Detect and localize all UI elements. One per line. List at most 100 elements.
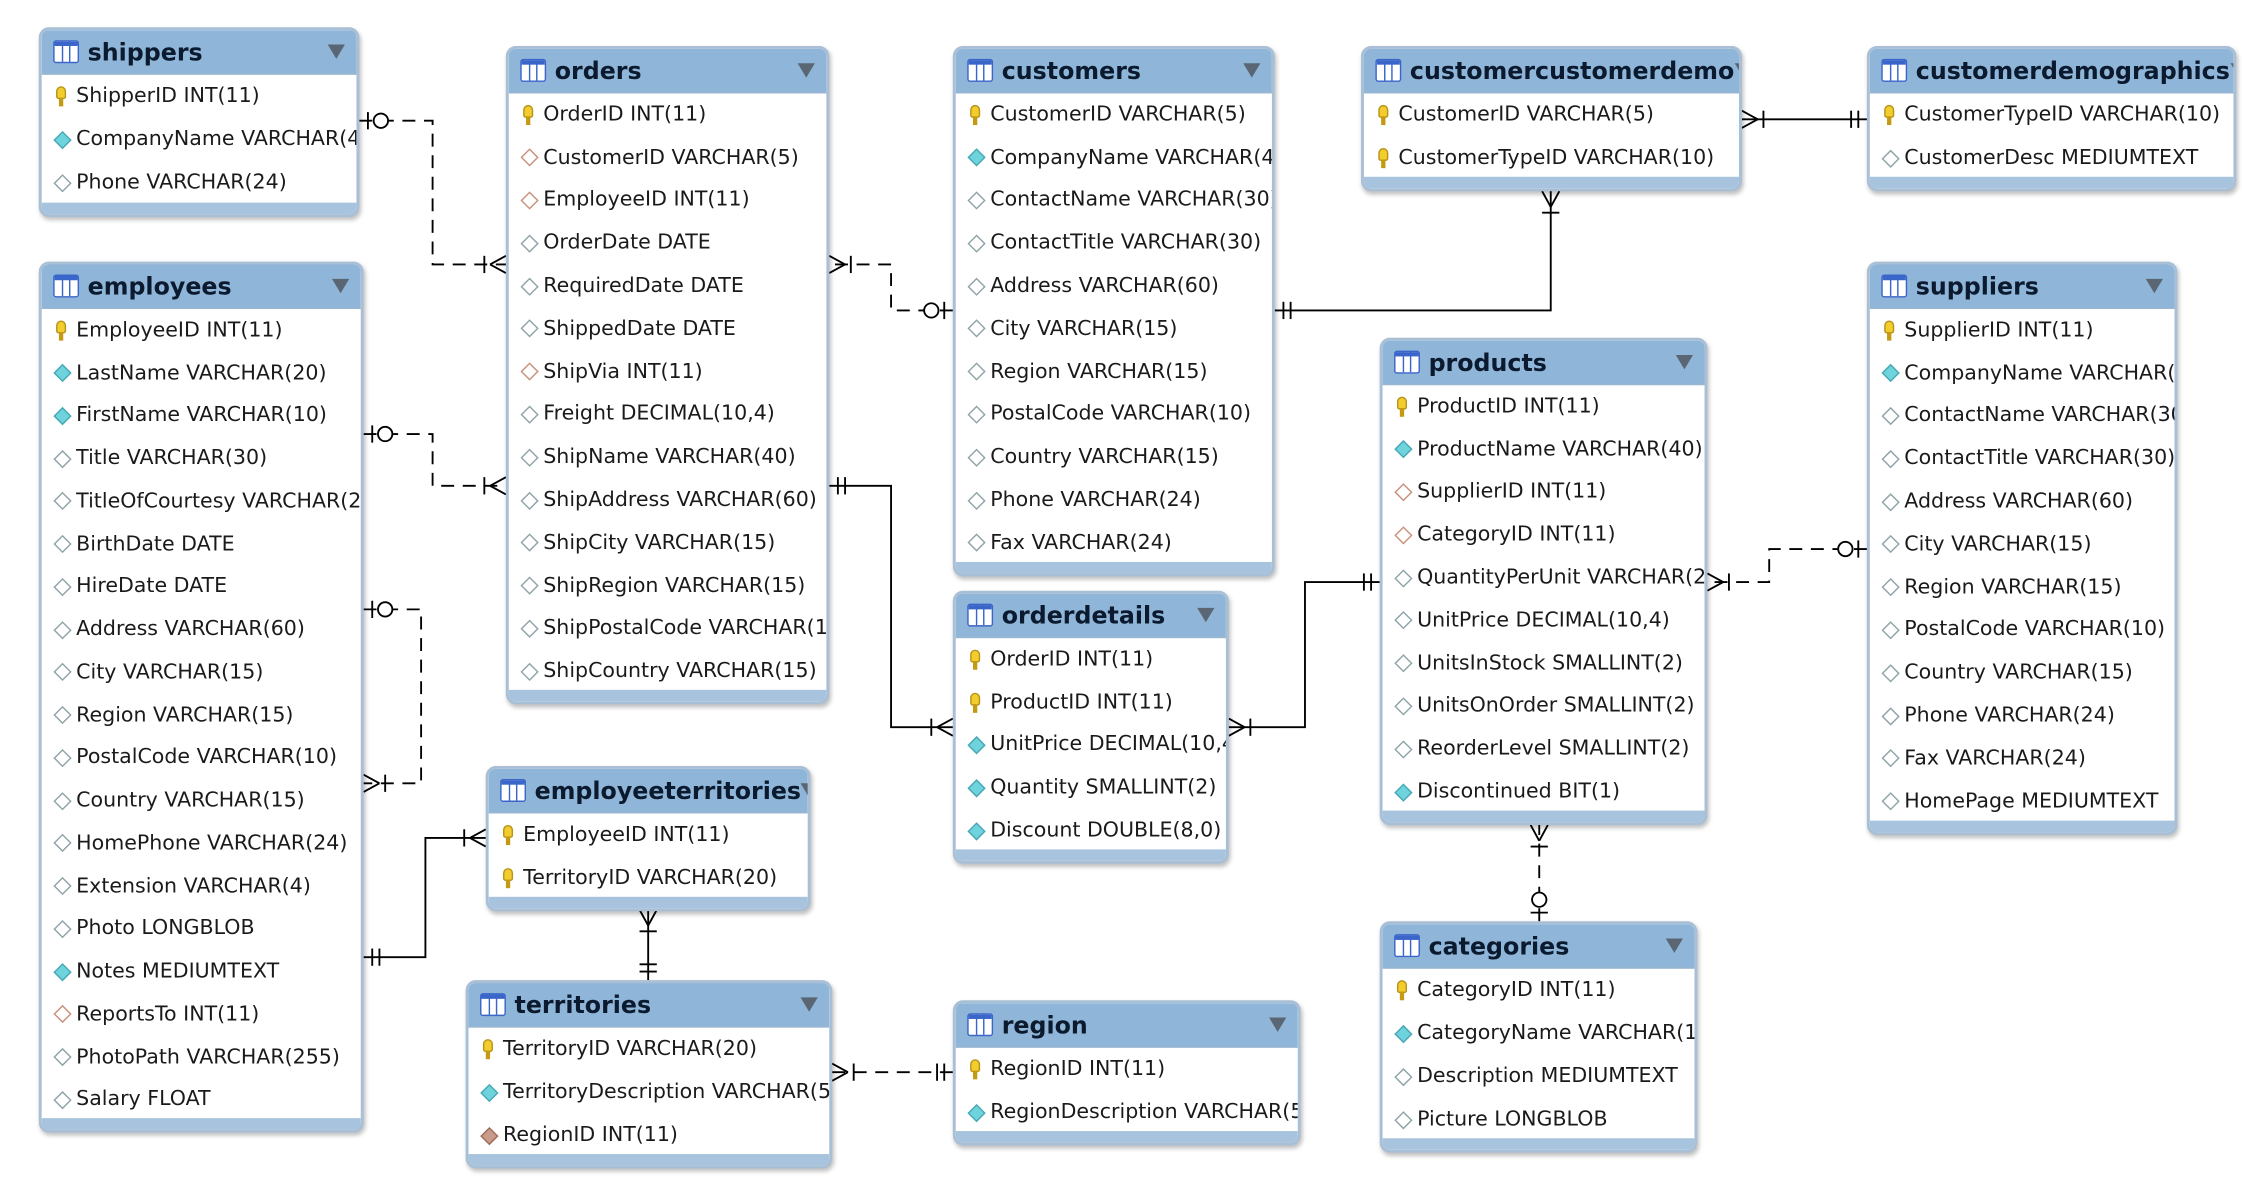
table-header[interactable]: customers bbox=[955, 48, 1272, 94]
column-row[interactable]: Notes MEDIUMTEXT bbox=[42, 950, 361, 993]
column-row[interactable]: PostalCode VARCHAR(10) bbox=[42, 737, 361, 780]
column-row[interactable]: Picture LONGBLOB bbox=[1383, 1098, 1695, 1141]
column-row[interactable]: RequiredDate DATE bbox=[509, 265, 827, 308]
column-row[interactable]: TerritoryDescription VARCHAR(50) bbox=[469, 1071, 829, 1114]
table-header[interactable]: orders bbox=[508, 48, 827, 94]
collapse-arrow-icon[interactable] bbox=[327, 44, 345, 59]
column-row[interactable]: Phone VARCHAR(24) bbox=[956, 479, 1272, 522]
column-row[interactable]: Fax VARCHAR(24) bbox=[1870, 737, 2175, 780]
column-row[interactable]: ShipVia INT(11) bbox=[509, 350, 827, 393]
column-row[interactable]: Discontinued BIT(1) bbox=[1383, 771, 1705, 814]
column-row[interactable]: UnitPrice DECIMAL(10,4) bbox=[956, 724, 1226, 767]
column-row[interactable]: CustomerID VARCHAR(5) bbox=[956, 93, 1272, 136]
collapse-arrow-icon[interactable] bbox=[797, 63, 815, 78]
column-row[interactable]: Extension VARCHAR(4) bbox=[42, 865, 361, 908]
column-row[interactable]: ShipCountry VARCHAR(15) bbox=[509, 650, 827, 693]
column-row[interactable]: TerritoryID VARCHAR(20) bbox=[489, 857, 808, 900]
collapse-arrow-icon[interactable] bbox=[1665, 938, 1683, 953]
table-header[interactable]: suppliers bbox=[1869, 264, 2175, 309]
column-row[interactable]: ProductID INT(11) bbox=[1383, 385, 1705, 428]
column-row[interactable]: HomePage MEDIUMTEXT bbox=[1870, 780, 2175, 823]
collapse-arrow-icon[interactable] bbox=[1269, 1017, 1287, 1032]
column-row[interactable]: Fax VARCHAR(24) bbox=[956, 522, 1272, 565]
column-row[interactable]: ShipRegion VARCHAR(15) bbox=[509, 564, 827, 607]
column-row[interactable]: City VARCHAR(15) bbox=[956, 308, 1272, 351]
column-row[interactable]: LastName VARCHAR(20) bbox=[42, 352, 361, 395]
column-row[interactable]: CustomerTypeID VARCHAR(10) bbox=[1870, 93, 2234, 136]
column-row[interactable]: CustomerDesc MEDIUMTEXT bbox=[1870, 137, 2234, 180]
column-row[interactable]: SupplierID INT(11) bbox=[1383, 471, 1705, 514]
collapse-arrow-icon[interactable] bbox=[1675, 354, 1694, 370]
table-header[interactable]: shippers bbox=[41, 30, 357, 75]
column-row[interactable]: ShippedDate DATE bbox=[509, 308, 827, 351]
column-row[interactable]: HomePhone VARCHAR(24) bbox=[42, 822, 361, 865]
column-row[interactable]: OrderID INT(11) bbox=[956, 638, 1226, 681]
collapse-arrow-icon[interactable] bbox=[800, 997, 818, 1012]
column-row[interactable]: TerritoryID VARCHAR(20) bbox=[469, 1028, 830, 1071]
table-header[interactable]: territories bbox=[468, 983, 830, 1028]
column-row[interactable]: FirstName VARCHAR(10) bbox=[42, 395, 361, 438]
table-header[interactable]: region bbox=[955, 1003, 1298, 1048]
table-header[interactable]: orderdetails bbox=[955, 593, 1226, 639]
column-row[interactable]: OrderID INT(11) bbox=[509, 93, 827, 136]
column-row[interactable]: UnitPrice DECIMAL(10,4) bbox=[1383, 599, 1705, 642]
column-row[interactable]: CustomerTypeID VARCHAR(10) bbox=[1364, 137, 1739, 180]
collapse-arrow-icon[interactable] bbox=[801, 783, 808, 798]
column-row[interactable]: ShipName VARCHAR(40) bbox=[509, 436, 827, 479]
column-row[interactable]: Region VARCHAR(15) bbox=[42, 694, 361, 737]
column-row[interactable]: Region VARCHAR(15) bbox=[1870, 566, 2175, 609]
column-row[interactable]: Freight DECIMAL(10,4) bbox=[509, 393, 827, 436]
column-row[interactable]: Country VARCHAR(15) bbox=[42, 779, 361, 822]
column-row[interactable]: Country VARCHAR(15) bbox=[956, 436, 1272, 479]
column-row[interactable]: ContactName VARCHAR(30) bbox=[1870, 395, 2174, 438]
collapse-arrow-icon[interactable] bbox=[1243, 63, 1261, 78]
column-row[interactable]: CompanyName VARCHAR(... bbox=[1870, 352, 2174, 395]
column-row[interactable]: CategoryID INT(11) bbox=[1383, 514, 1705, 557]
table-header[interactable]: customercustomerdemo bbox=[1363, 48, 1740, 94]
column-row[interactable]: CustomerID VARCHAR(5) bbox=[1364, 93, 1739, 136]
table-header[interactable]: categories bbox=[1382, 924, 1695, 969]
collapse-arrow-icon[interactable] bbox=[331, 278, 350, 294]
column-row[interactable]: ContactTitle VARCHAR(30) bbox=[1870, 437, 2174, 480]
collapse-arrow-icon[interactable] bbox=[1197, 607, 1215, 623]
column-row[interactable]: Phone VARCHAR(24) bbox=[42, 162, 357, 205]
table-header[interactable]: products bbox=[1382, 340, 1705, 386]
table-header[interactable]: employeeterritories bbox=[488, 768, 808, 814]
column-row[interactable]: Title VARCHAR(30) bbox=[42, 437, 361, 480]
column-row[interactable]: RegionDescription VARCHAR(50) bbox=[956, 1091, 1298, 1134]
column-row[interactable]: ContactTitle VARCHAR(30) bbox=[956, 222, 1272, 265]
column-row[interactable]: Quantity SMALLINT(2) bbox=[956, 767, 1226, 810]
table-header[interactable]: employees bbox=[41, 264, 361, 309]
column-row[interactable]: ReorderLevel SMALLINT(2) bbox=[1383, 728, 1705, 771]
collapse-arrow-icon[interactable] bbox=[2229, 63, 2234, 78]
column-row[interactable]: CategoryName VARCHAR(15) bbox=[1383, 1012, 1694, 1055]
column-row[interactable]: Discount DOUBLE(8,0) bbox=[956, 809, 1226, 852]
column-row[interactable]: CategoryID INT(11) bbox=[1383, 969, 1695, 1012]
column-row[interactable]: BirthDate DATE bbox=[42, 523, 361, 566]
column-row[interactable]: ReportsTo INT(11) bbox=[42, 993, 361, 1036]
column-row[interactable]: EmployeeID INT(11) bbox=[489, 813, 808, 856]
column-row[interactable]: ProductID INT(11) bbox=[956, 681, 1226, 724]
column-row[interactable]: ShipAddress VARCHAR(60) bbox=[509, 479, 827, 522]
column-row[interactable]: ContactName VARCHAR(30) bbox=[956, 179, 1272, 222]
column-row[interactable]: Description MEDIUMTEXT bbox=[1383, 1055, 1695, 1098]
column-row[interactable]: QuantityPerUnit VARCHAR(20) bbox=[1383, 556, 1704, 599]
column-row[interactable]: CustomerID VARCHAR(5) bbox=[509, 136, 827, 179]
column-row[interactable]: Region VARCHAR(15) bbox=[956, 350, 1272, 393]
column-row[interactable]: Country VARCHAR(15) bbox=[1870, 652, 2175, 695]
column-row[interactable]: ShipPostalCode VARCHAR(10) bbox=[509, 607, 826, 650]
column-row[interactable]: Photo LONGBLOB bbox=[42, 908, 361, 951]
column-row[interactable]: Address VARCHAR(60) bbox=[42, 608, 361, 651]
column-row[interactable]: EmployeeID INT(11) bbox=[509, 179, 827, 222]
column-row[interactable]: Salary FLOAT bbox=[42, 1079, 361, 1122]
column-row[interactable]: ProductName VARCHAR(40) bbox=[1383, 428, 1705, 471]
column-row[interactable]: SupplierID INT(11) bbox=[1870, 309, 2175, 352]
column-row[interactable]: Address VARCHAR(60) bbox=[956, 265, 1272, 308]
